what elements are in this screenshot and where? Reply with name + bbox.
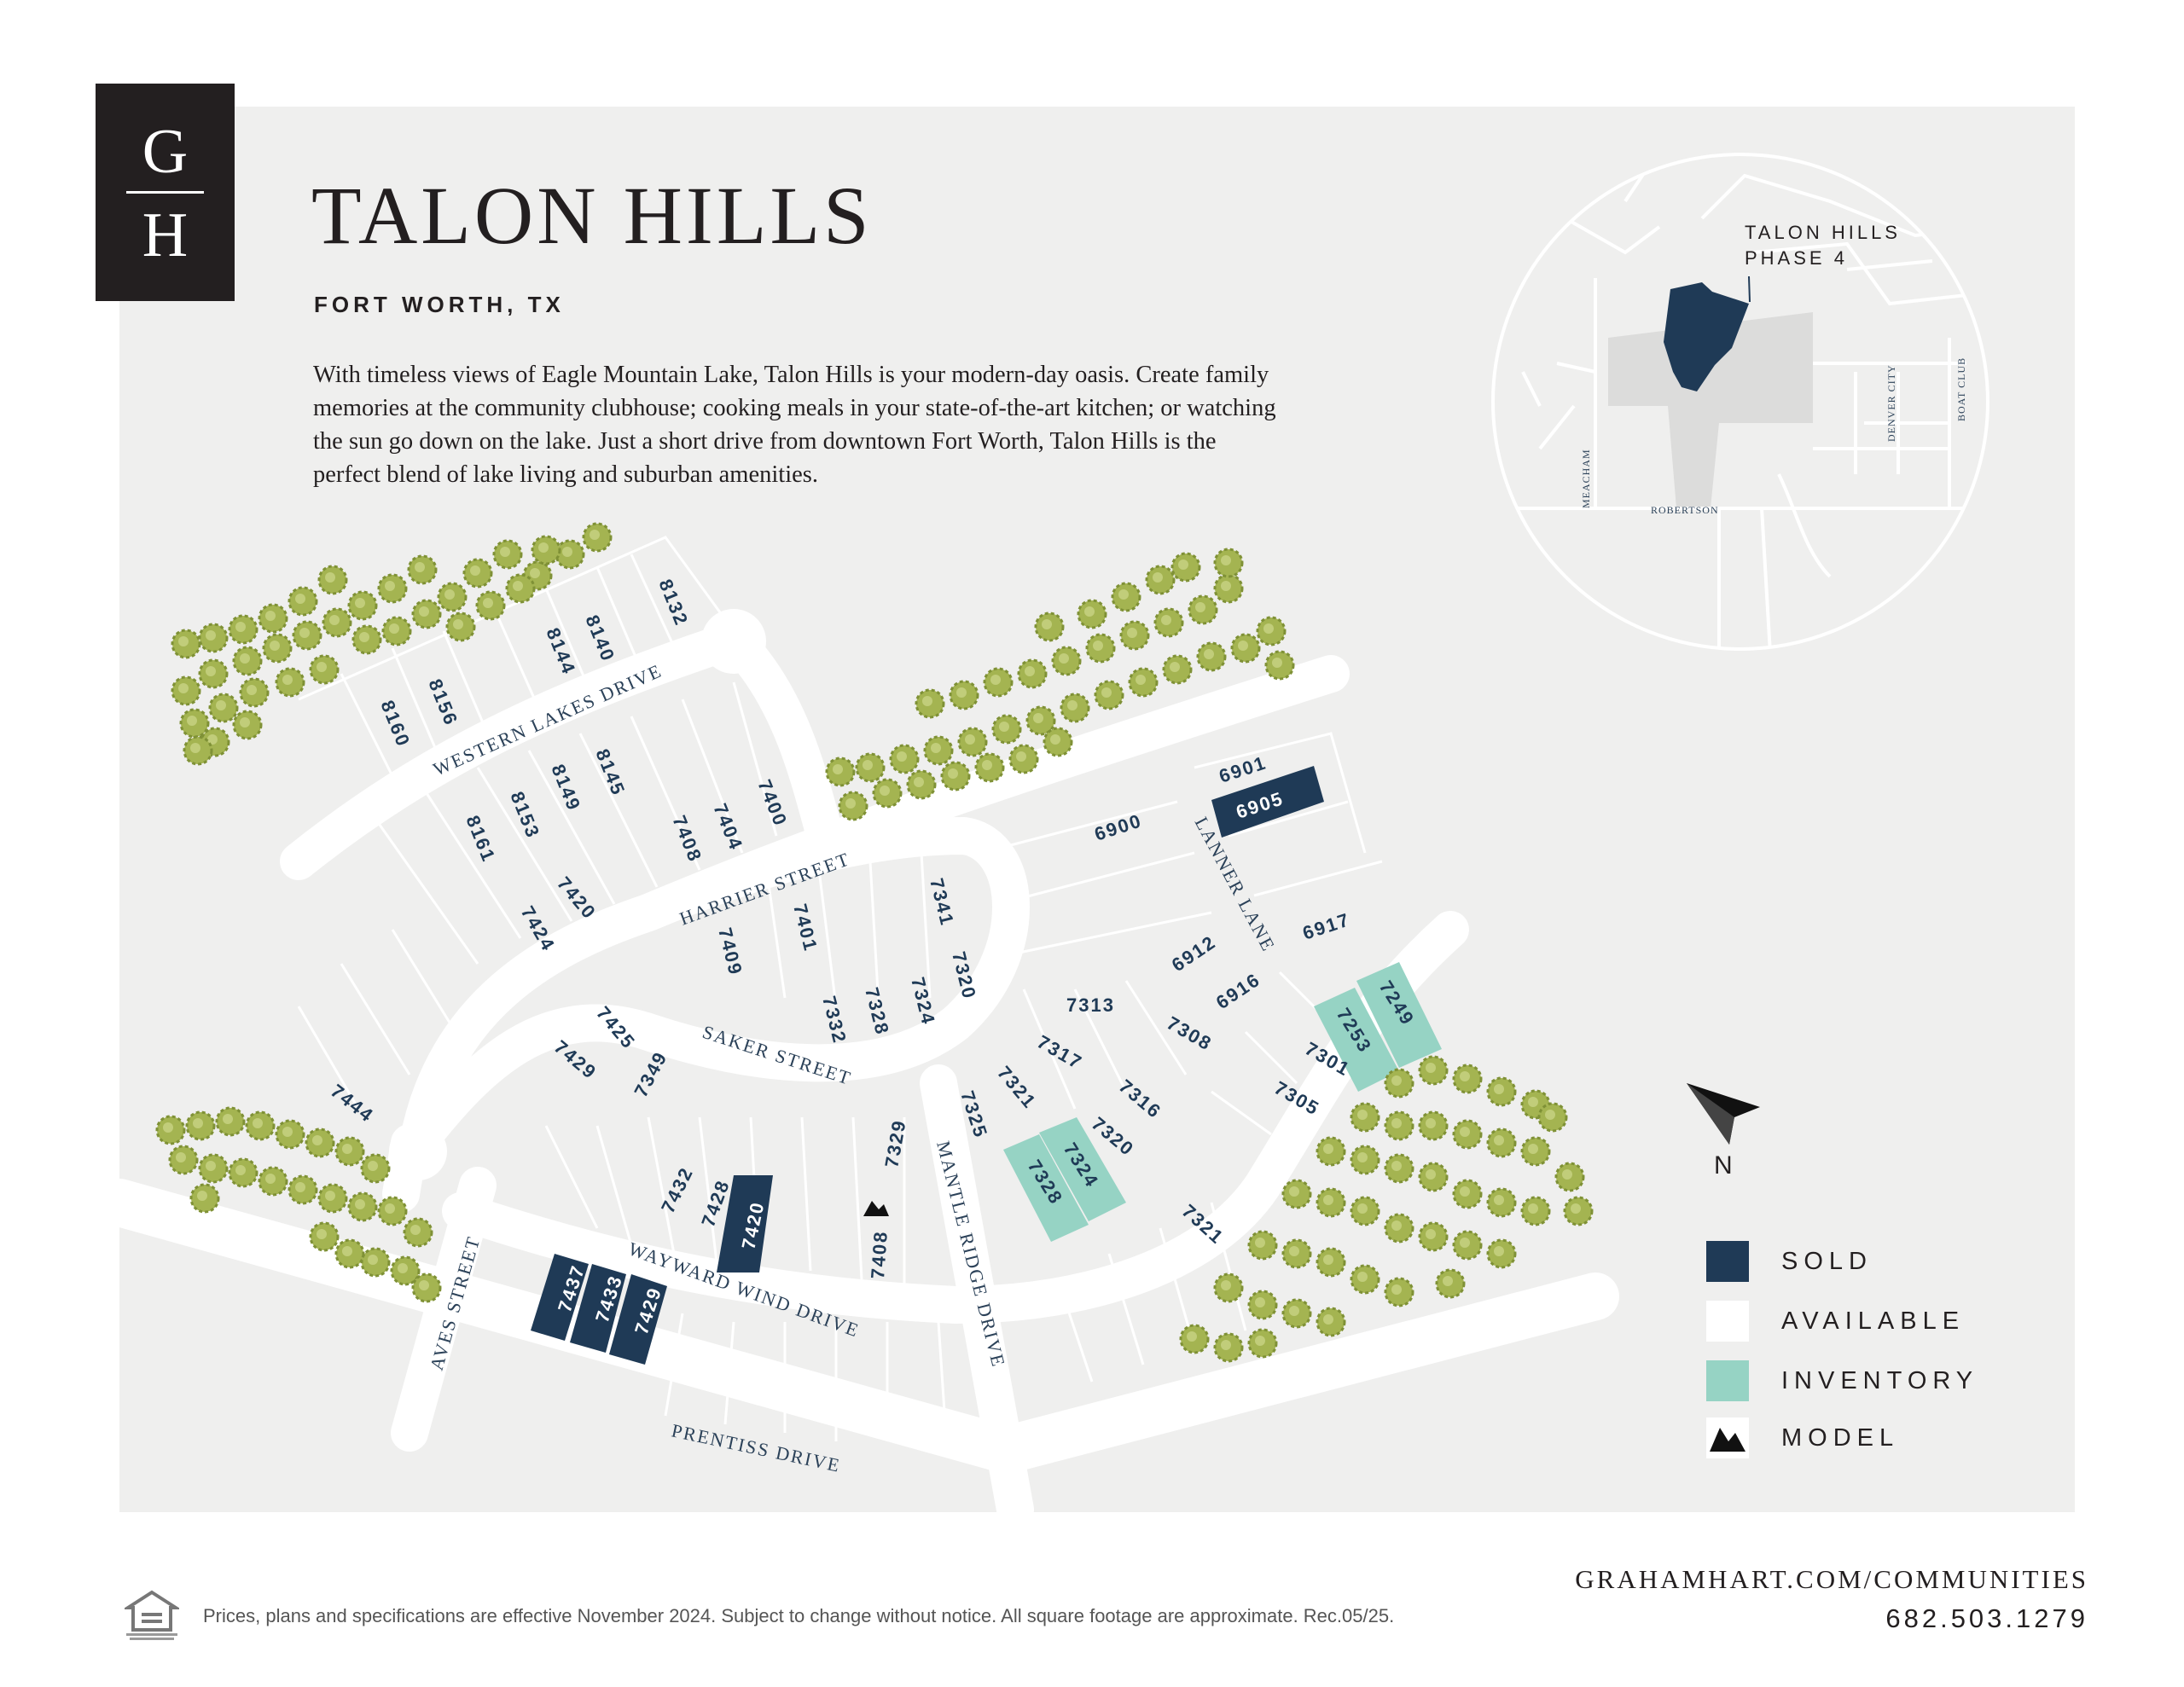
lot-7324-inventory [1039,1117,1126,1221]
lot-number: 8144 [542,625,580,678]
lot-outlines [297,536,1383,1451]
legend-item-sold: SOLD [1706,1241,2065,1284]
lot-number: 6916 [1212,969,1264,1014]
lot-7249-inventory [1356,962,1442,1068]
lot-number: 7409 [714,925,746,977]
lot-number: 7308 [1164,1012,1217,1055]
locator-label-line1: TALON HILLS [1745,222,1901,243]
inventory-lots [1003,962,1442,1242]
legend-label: AVAILABLE [1781,1307,1966,1335]
lot-number: 6901 [1217,751,1269,786]
lot-number: 7313 [1066,994,1115,1016]
sold-lots [531,766,1324,1365]
locator-map: TALON HILLS PHASE 4 MEACHAM ROBERTSON DE… [1491,153,1989,651]
equal-housing-icon [125,1590,179,1640]
north-arrow-icon [1687,1083,1760,1145]
lot-7429-sold [609,1274,667,1365]
legend-label: INVENTORY [1781,1367,1979,1394]
community-title: TALON HILLS [311,170,873,261]
mantle-ridge-drive-road [920,1064,1034,1528]
community-location: FORT WORTH, TX [314,292,565,317]
lot-number: 7401 [789,901,822,954]
lot-7253-inventory [1314,988,1399,1092]
lot-number: 6900 [1092,809,1145,844]
locator-label-line2: PHASE 4 [1745,247,1848,269]
lot-number: 7329 [880,1117,910,1168]
lot-7437-sold [531,1254,589,1341]
lot-7328-inventory [1003,1134,1089,1242]
website-link[interactable]: GRAHAMHART.COM/COMMUNITIES [1575,1564,2088,1594]
locator-street-meacham: MEACHAM [1580,449,1592,508]
legend-label: SOLD [1781,1248,1873,1275]
lot-number: 8149 [547,762,585,815]
locator-street-robertson: ROBERTSON [1651,504,1719,516]
legend-swatch-available [1706,1301,1749,1342]
lot-number: 7320 [948,949,980,1001]
lot-number: 7321 [993,1062,1041,1113]
lot-7420-sold [717,1175,773,1272]
lot-number: 8145 [591,746,630,799]
lot-number: 7328 [861,985,893,1037]
gh-logo: G H [96,84,235,301]
logo-letter-h: H [142,200,189,270]
logo-divider [126,191,204,194]
legend-swatch-sold [1706,1241,1749,1282]
legend-label: MODEL [1781,1424,1900,1452]
legend-item-model: MODEL [1706,1417,2065,1460]
lot-number: 7424 [517,902,560,955]
harrier-street-road [630,655,1350,931]
lot-number: 8153 [506,789,544,842]
lot-number: 7408 [668,813,706,866]
street-label-prentiss: PRENTISS DRIVE [670,1419,843,1475]
harrier-saker-loop-road [399,817,1030,1162]
locator-street-boat-club: BOAT CLUB [1955,357,1967,421]
lot-number: 8132 [654,577,693,629]
lot-number: 7400 [753,777,792,830]
community-description: With timeless views of Eagle Mountain La… [313,362,1276,488]
lot-number: 7349 [630,1047,671,1100]
locator-street-denver-city: DENVER CITY [1885,364,1897,442]
model-house-icon [863,1201,889,1216]
lot-number: 6912 [1168,931,1220,977]
legend-swatch-inventory [1706,1360,1749,1401]
lot-number: 7444 [327,1080,378,1127]
street-label-western-lakes: WESTERN LAKES DRIVE [430,659,665,780]
lot-number: 7408 [867,1230,892,1280]
lot-number: 8160 [376,698,415,751]
disclaimer-text: Prices, plans and specifications are eff… [203,1605,1395,1626]
lot-number: 7317 [1034,1031,1087,1074]
legend-item-inventory: INVENTORY [1706,1360,2065,1403]
phone-number[interactable]: 682.503.1279 [1885,1603,2088,1633]
model-house-icon [1706,1417,1749,1458]
lot-number: 7324 [907,975,939,1027]
lot-number: 7316 [1115,1075,1166,1123]
logo-letter-g: G [142,117,189,187]
talon-hills-phase-4-area [1664,282,1749,391]
lot-number: 7332 [818,994,851,1046]
lot-number: 6917 [1300,908,1353,943]
lot-number: 8140 [581,612,619,665]
lot-number: 7404 [709,801,747,854]
legend-item-available: AVAILABLE [1706,1301,2065,1343]
lot-6905-sold [1211,766,1324,838]
lot-7433-sold [570,1264,626,1353]
western-lakes-drive-road [280,621,752,880]
lot-number: 7341 [926,876,958,928]
north-label: N [1714,1151,1733,1180]
lot-number: 8156 [424,676,462,729]
